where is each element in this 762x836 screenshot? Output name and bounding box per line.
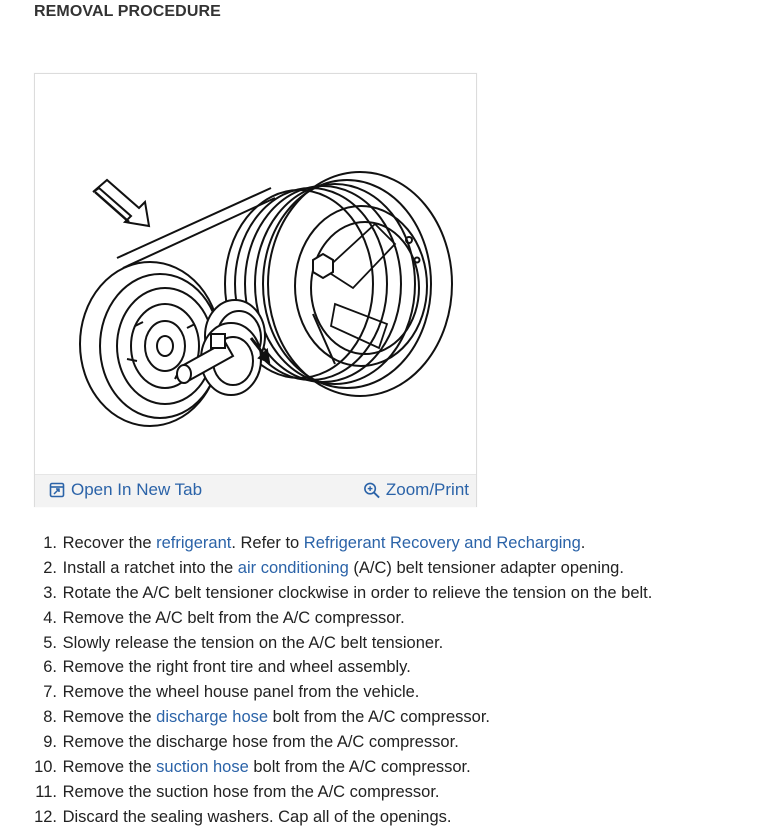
section-heading: REMOVAL PROCEDURE (34, 3, 221, 20)
step-text: Remove the right front tire and wheel as… (62, 658, 411, 677)
step-text: Remove the discharge hose from the A/C c… (62, 733, 459, 752)
procedure-step: 2. Install a ratchet into the air condit… (34, 556, 652, 581)
step-number: 10. (34, 758, 57, 777)
step-link[interactable]: Refrigerant Recovery and Recharging (303, 534, 581, 552)
step-text: . Refer to (231, 534, 304, 552)
procedure-step: 5. Slowly release the tension on the A/C… (34, 631, 652, 656)
step-text: bolt from the A/C compressor. (248, 758, 471, 777)
step-text: . (580, 534, 586, 552)
step-number: 12. (34, 807, 57, 826)
step-link[interactable]: refrigerant (156, 534, 232, 552)
open-in-new-tab-icon (48, 481, 66, 499)
step-number: 11. (35, 782, 57, 801)
step-link[interactable]: air conditioning (237, 558, 349, 577)
step-text: Remove the (62, 708, 157, 727)
procedure-step: 6. Remove the right front tire and wheel… (34, 655, 652, 680)
step-text: Remove the wheel house panel from the ve… (62, 683, 420, 702)
open-new-tab-button[interactable]: Open In New Tab (48, 480, 202, 500)
step-text: Recover the (62, 534, 157, 552)
step-text: Slowly release the tension on the A/C be… (62, 633, 444, 652)
figure-card: Open In New Tab Zoom/Print (34, 73, 477, 507)
procedure-step: 7. Remove the wheel house panel from the… (34, 680, 652, 705)
step-link[interactable]: discharge hose (156, 708, 269, 727)
step-number: 1. (43, 534, 57, 552)
step-number: 4. (43, 608, 57, 627)
step-text: bolt from the A/C compressor. (268, 708, 490, 727)
step-link[interactable]: suction hose (156, 758, 249, 777)
open-new-tab-label: Open In New Tab (71, 480, 203, 499)
step-text: Install a ratchet into the (62, 558, 238, 577)
zoom-print-button[interactable]: Zoom/Print (363, 480, 469, 500)
step-number: 9. (43, 733, 57, 752)
step-number: 2. (43, 558, 57, 577)
belt-tensioner-illustration (79, 171, 453, 427)
zoom-in-icon (363, 481, 381, 499)
step-text: Rotate the A/C belt tensioner clockwise … (62, 583, 653, 602)
procedure-step: 4. Remove the A/C belt from the A/C comp… (34, 606, 652, 631)
procedure-step: 3. Rotate the A/C belt tensioner clockwi… (34, 581, 652, 606)
step-number: 3. (43, 583, 57, 602)
step-number: 7. (43, 683, 57, 702)
step-number: 5. (43, 633, 57, 652)
procedure-step: 10. Remove the suction hose bolt from th… (34, 755, 652, 780)
step-text: Remove the suction hose from the A/C com… (62, 782, 440, 801)
step-number: 6. (43, 658, 57, 677)
step-text: (A/C) belt tensioner adapter opening. (348, 558, 624, 577)
step-text: Remove the (62, 758, 157, 777)
step-text: Remove the A/C belt from the A/C compres… (62, 608, 405, 627)
procedure-step: 11. Remove the suction hose from the A/C… (34, 780, 652, 805)
step-number: 8. (43, 708, 57, 727)
procedure-step: 1. Recover the refrigerant. Refer to Ref… (34, 531, 652, 556)
procedure-step: 8. Remove the discharge hose bolt from t… (34, 705, 652, 730)
procedure-step: 12. Discard the sealing washers. Cap all… (34, 805, 652, 830)
procedure-step: 9. Remove the discharge hose from the A/… (34, 730, 652, 755)
procedure-steps: 1. Recover the refrigerant. Refer to Ref… (34, 531, 652, 830)
zoom-print-label: Zoom/Print (385, 480, 469, 499)
figure-footer: Open In New Tab Zoom/Print (35, 474, 476, 507)
step-text: Discard the sealing washers. Cap all of … (62, 807, 452, 826)
